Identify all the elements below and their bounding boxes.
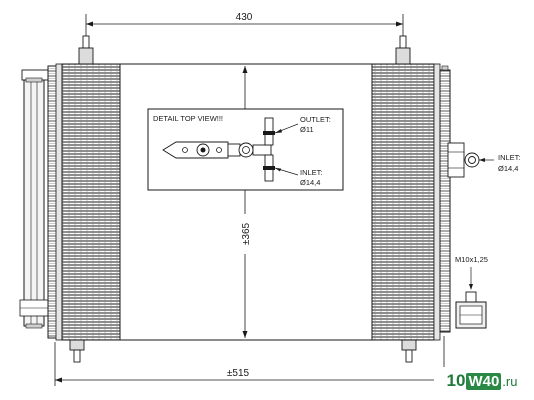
core-center — [119, 63, 373, 341]
thread-label: M10x1,25 — [455, 255, 488, 264]
site-logo: 10 W40 .ru — [434, 367, 530, 395]
logo-part-3: .ru — [502, 373, 518, 389]
logo-part-2: W40 — [466, 372, 502, 390]
detail-top-view: DETAIL TOP VIEW!!! OUTLET: Ø11 INLET: Ø1… — [147, 108, 344, 191]
side-inlet-size: Ø14,4 — [498, 164, 518, 173]
inlet-label: INLET: — [300, 168, 323, 177]
core-fins-right — [371, 63, 435, 341]
right-header-tank — [433, 63, 451, 341]
bottom-dimension: ±515 — [54, 336, 445, 386]
core-fins-left — [61, 63, 121, 341]
pressure-switch: M10x1,25 — [455, 255, 488, 329]
height-label: ±365 — [241, 222, 252, 245]
top-dimension: 430 — [85, 12, 404, 48]
outlet-label: OUTLET: — [300, 115, 331, 124]
logo-part-1: 10 — [446, 371, 466, 390]
mounting-pins — [69, 35, 417, 363]
left-header-tank — [47, 63, 63, 341]
receiver-drier — [19, 69, 49, 329]
bottom-width-label: ±515 — [227, 368, 250, 379]
side-inlet-fitting: INLET: Ø14,4 — [447, 142, 521, 178]
outlet-size: Ø11 — [300, 125, 314, 134]
detail-title: DETAIL TOP VIEW!!! — [153, 114, 223, 123]
side-inlet-label: INLET: — [498, 153, 521, 162]
inlet-size: Ø14,4 — [300, 178, 320, 187]
top-width-label: 430 — [236, 12, 253, 23]
